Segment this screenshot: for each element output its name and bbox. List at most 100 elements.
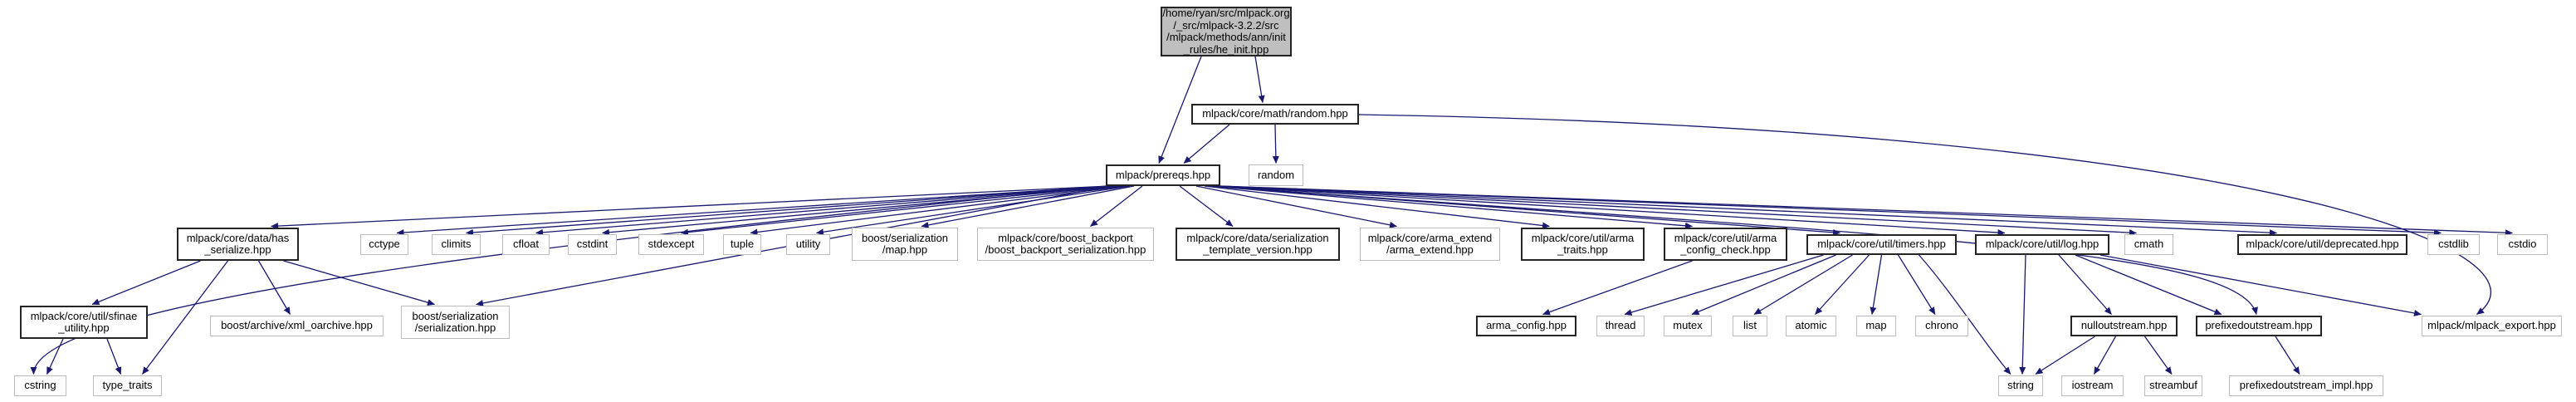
node-label-line: cfloat bbox=[512, 238, 540, 251]
node-label-line: /map.hpp bbox=[882, 243, 928, 256]
edge-log-string bbox=[2019, 254, 2026, 375]
node-utility: utility bbox=[786, 234, 830, 255]
node-prefixedoutstream[interactable]: prefixedoutstream.hpp bbox=[2196, 316, 2322, 336]
edge-prereqs-deprecated bbox=[1217, 185, 2277, 237]
node-nulloutstream[interactable]: nulloutstream.hpp bbox=[2070, 316, 2178, 336]
edge-log-nulloutstream bbox=[2058, 254, 2112, 315]
node-arma-config-check[interactable]: mlpack/core/util/arma_config_check.hpp bbox=[1664, 228, 1787, 261]
edge-prereqs-arma-extend bbox=[1195, 185, 1397, 228]
edge-prereqs-cmath bbox=[1215, 185, 2137, 237]
node-label-line: mlpack/core/util/arma bbox=[1531, 231, 1635, 244]
node-label-line: mlpack/core/data/has bbox=[186, 231, 290, 244]
node-label-line: mlpack/mlpack_export.hpp bbox=[2427, 319, 2556, 332]
node-label-line: cctype bbox=[369, 238, 400, 251]
node-label-line: _utility.hpp bbox=[58, 321, 110, 334]
edge-arma-config-check-arma-config bbox=[1542, 260, 1693, 316]
edge-prereqs-cfloat bbox=[535, 185, 1118, 236]
edge-prereqs-arma-traits bbox=[1204, 185, 1550, 229]
edge-timers-map bbox=[1870, 254, 1883, 315]
node-he-init: /home/ryan/src/mlpack.org/_src/mlpack-3.… bbox=[1161, 7, 1292, 56]
edge-prereqs-stdexcept bbox=[681, 185, 1124, 236]
node-label-line: mlpack/core/util/timers.hpp bbox=[1817, 238, 1946, 251]
node-cstring: cstring bbox=[14, 375, 66, 396]
node-label-line: mlpack/core/util/deprecated.hpp bbox=[2246, 238, 2399, 251]
node-type-traits: type_traits bbox=[93, 375, 162, 396]
node-label-line: mutex bbox=[1673, 319, 1703, 332]
node-boost-backport: mlpack/core/boost_backport/boost_backpor… bbox=[977, 228, 1154, 261]
node-label-line: _template_version.hpp bbox=[1203, 243, 1312, 256]
node-label-line: boost/serialization bbox=[412, 309, 499, 322]
node-prereqs[interactable]: mlpack/prereqs.hpp bbox=[1106, 164, 1220, 186]
node-mutex: mutex bbox=[1664, 316, 1712, 336]
edge-timers-thread bbox=[1624, 254, 1824, 316]
edge-nulloutstream-iostream bbox=[2093, 336, 2117, 375]
node-xml-oarchive: boost/archive/xml_oarchive.hpp bbox=[210, 316, 384, 336]
edge-log-prefixedoutstream bbox=[2075, 254, 2222, 316]
edge-prereqs-cctype bbox=[396, 185, 1114, 236]
node-label-line: stdexcept bbox=[648, 238, 695, 251]
node-cstdint: cstdint bbox=[568, 234, 617, 255]
node-has-serialize[interactable]: mlpack/core/data/has_serialize.hpp bbox=[177, 228, 299, 261]
node-label-line: /home/ryan/src/mlpack.org bbox=[1162, 7, 1290, 19]
node-label-line: mlpack/core/arma_extend bbox=[1367, 231, 1493, 244]
node-climits: climits bbox=[432, 234, 481, 255]
edge-timers-list bbox=[1753, 254, 1853, 316]
node-timers[interactable]: mlpack/core/util/timers.hpp bbox=[1806, 234, 1957, 255]
node-chrono: chrono bbox=[1915, 316, 1968, 336]
node-label-line: iostream bbox=[2071, 379, 2114, 392]
node-random: random bbox=[1249, 164, 1303, 186]
node-label-line: tuple bbox=[730, 238, 755, 251]
node-label-line: utility bbox=[795, 238, 821, 251]
node-prefixed-impl: prefixedoutstream_impl.hpp bbox=[2229, 375, 2383, 396]
node-label-line: mlpack/core/util/sfinae bbox=[30, 309, 138, 322]
node-label-line: /arma_extend.hpp bbox=[1386, 243, 1474, 256]
node-label-line: cstdint bbox=[576, 238, 609, 251]
node-cstdlib: cstdlib bbox=[2427, 234, 2480, 255]
edge-prereqs-log bbox=[1214, 185, 2006, 236]
node-arma-config[interactable]: arma_config.hpp bbox=[1476, 316, 1576, 336]
node-label-line: cmath bbox=[2134, 238, 2164, 251]
edge-has-serialize-xml-oarchive bbox=[257, 260, 291, 315]
edge-has-serialize-sfinae bbox=[91, 260, 201, 306]
node-label-line: map bbox=[1865, 319, 1887, 332]
node-label-line: _traits.hpp bbox=[1557, 243, 1608, 256]
node-deprecated[interactable]: mlpack/core/util/deprecated.hpp bbox=[2237, 234, 2407, 255]
node-label-line: cstring bbox=[24, 379, 56, 392]
edge-log-mlpack-export bbox=[2099, 254, 2422, 316]
node-arma-extend: mlpack/core/arma_extend/arma_extend.hpp bbox=[1360, 228, 1500, 261]
edge-timers-chrono bbox=[1897, 254, 1936, 315]
edge-prereqs-utility bbox=[816, 185, 1131, 236]
node-boost-ser-map: boost/serialization/map.hpp bbox=[852, 228, 958, 261]
node-string: string bbox=[1998, 375, 2043, 396]
node-arma-traits[interactable]: mlpack/core/util/arma_traits.hpp bbox=[1521, 228, 1645, 261]
node-math-random[interactable]: mlpack/core/math/random.hpp bbox=[1191, 104, 1359, 125]
node-ser-template-version[interactable]: mlpack/core/data/serialization_template_… bbox=[1176, 228, 1340, 261]
node-thread: thread bbox=[1596, 316, 1645, 336]
node-label-line: nulloutstream.hpp bbox=[2080, 319, 2168, 332]
edge-math-random-random bbox=[1272, 124, 1279, 164]
edge-prefixedoutstream-prefixed-impl bbox=[2275, 336, 2300, 375]
node-label-line: boost/serialization bbox=[861, 231, 949, 244]
node-log[interactable]: mlpack/core/util/log.hpp bbox=[1975, 234, 2109, 255]
node-cmath: cmath bbox=[2124, 234, 2173, 255]
edge-prereqs-climits bbox=[466, 185, 1116, 236]
node-sfinae[interactable]: mlpack/core/util/sfinae_utility.hpp bbox=[20, 306, 148, 339]
node-stdexcept: stdexcept bbox=[638, 234, 704, 255]
node-cstdio: cstdio bbox=[2497, 234, 2548, 255]
edge-has-serialize-type-traits bbox=[141, 260, 229, 375]
node-list: list bbox=[1733, 316, 1767, 336]
node-streambuf: streambuf bbox=[2144, 375, 2202, 396]
edge-timers-mutex bbox=[1691, 254, 1836, 316]
node-label-line: cstdio bbox=[2508, 238, 2537, 251]
node-label-line: mlpack/core/math/random.hpp bbox=[1202, 107, 1348, 120]
node-atomic: atomic bbox=[1786, 316, 1836, 336]
node-label-line: mlpack/core/boost_backport bbox=[998, 231, 1133, 244]
node-label-line: /boost_backport_serialization.hpp bbox=[985, 243, 1146, 256]
edge-timers-string bbox=[1919, 254, 2011, 375]
edge-nulloutstream-string bbox=[2035, 336, 2095, 375]
node-label-line: atomic bbox=[1795, 319, 1827, 332]
node-label-line: _serialize.hpp bbox=[204, 243, 271, 256]
node-label-line: prefixedoutstream.hpp bbox=[2205, 319, 2313, 332]
